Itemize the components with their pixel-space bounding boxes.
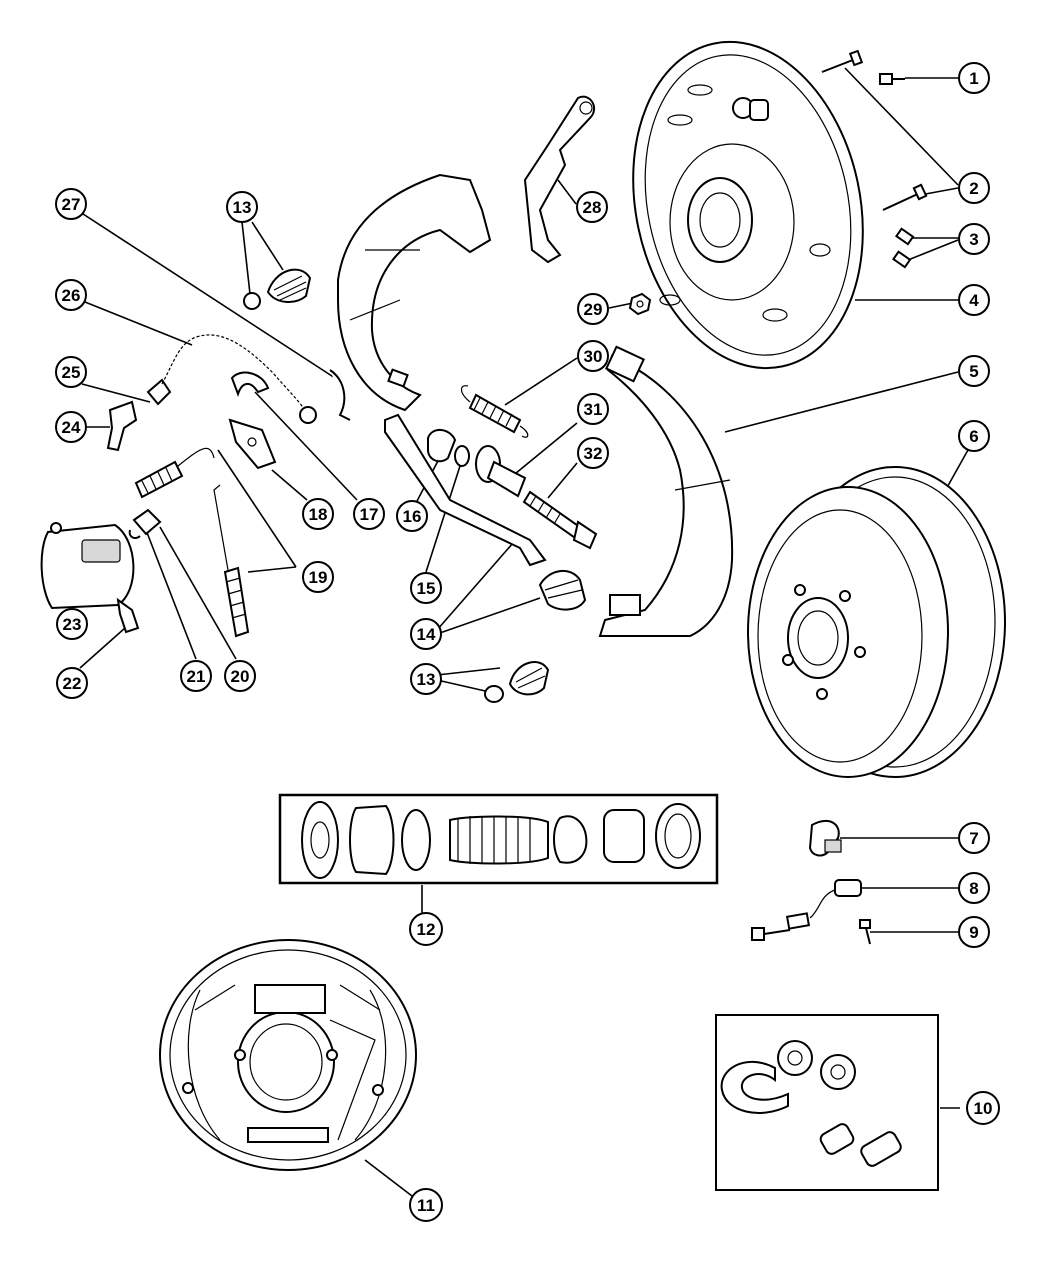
- callout-6: 6: [958, 420, 990, 452]
- callout-27: 27: [55, 188, 87, 220]
- callout-20: 20: [224, 660, 256, 692]
- callout-19-label: 19: [309, 568, 328, 587]
- part-11-brake-assembly: [159, 939, 417, 1171]
- callout-8: 8: [958, 872, 990, 904]
- callout-27-label: 27: [62, 195, 81, 214]
- callout-14: 14: [410, 618, 442, 650]
- callout-13-upper-label: 13: [233, 198, 252, 217]
- callout-18: 18: [302, 498, 334, 530]
- callout-13-lower-label: 13: [417, 670, 436, 689]
- callout-12: 12: [409, 912, 443, 946]
- callout-13-upper: 13: [226, 191, 258, 223]
- part-1-bolt: [879, 73, 905, 85]
- callout-14-label: 14: [417, 625, 436, 644]
- part-13-spring-lower: [484, 661, 550, 703]
- callout-28: 28: [576, 191, 608, 223]
- callout-15: 15: [410, 572, 442, 604]
- part-5-brake-shoe: [598, 345, 734, 637]
- part-17-cable-guide: [230, 371, 270, 397]
- callout-1: 1: [958, 62, 990, 94]
- callout-10: 10: [966, 1091, 1000, 1125]
- part-19-springs: [134, 447, 250, 638]
- callout-23-label: 23: [63, 615, 82, 634]
- callout-8-label: 8: [969, 879, 978, 898]
- callout-15-label: 15: [417, 579, 436, 598]
- part-18-plate: [228, 418, 277, 470]
- callout-24: 24: [55, 411, 87, 443]
- callout-17-label: 17: [360, 505, 379, 524]
- part-24-bracket: [106, 400, 138, 452]
- callout-13-lower: 13: [410, 663, 442, 695]
- callout-32-label: 32: [584, 444, 603, 463]
- callout-11-label: 11: [417, 1196, 435, 1215]
- callout-6-label: 6: [969, 427, 978, 446]
- part-6-drum: [747, 466, 1006, 778]
- callout-31-label: 31: [584, 400, 603, 419]
- part-28-lever: [523, 95, 596, 264]
- part-25-26-cable: [146, 334, 317, 424]
- callout-25-label: 25: [62, 363, 81, 382]
- callout-31: 31: [577, 393, 609, 425]
- callout-5: 5: [958, 355, 990, 387]
- callout-7: 7: [958, 822, 990, 854]
- part-14-adjuster: [384, 413, 587, 611]
- part-13-spring-upper: [243, 268, 312, 310]
- callout-21-label: 21: [187, 667, 206, 686]
- callout-3-label: 3: [969, 230, 978, 249]
- part-brake-shoe-upper: [337, 173, 492, 412]
- part-20-21-pins: [128, 508, 162, 539]
- part-4-backing-plate: [632, 40, 864, 370]
- callout-5-label: 5: [969, 362, 978, 381]
- part-27-clip: [329, 369, 351, 421]
- callout-30-label: 30: [584, 347, 603, 366]
- callout-22: 22: [56, 667, 88, 699]
- callout-20-label: 20: [231, 667, 250, 686]
- callout-11: 11: [409, 1188, 443, 1222]
- callout-12-label: 12: [417, 920, 436, 939]
- callouts: 1 2 3 4 5 6 7 8 9 10 11 12 13 13 14 15 1…: [55, 62, 1000, 1222]
- part-8-fitting: [751, 879, 862, 941]
- callout-26-label: 26: [62, 286, 81, 305]
- callout-7-label: 7: [969, 829, 978, 848]
- part-2-bolts: [821, 49, 928, 211]
- part-12-cylinder-kit: [278, 793, 719, 885]
- callout-16-label: 16: [403, 507, 422, 526]
- callout-22-label: 22: [63, 674, 82, 693]
- callout-9-label: 9: [969, 923, 978, 942]
- callout-19: 19: [302, 561, 334, 593]
- part-29-nut: [628, 292, 652, 316]
- part-31-pivot: [475, 445, 527, 498]
- part-3-plugs: [892, 227, 915, 269]
- callout-9: 9: [958, 916, 990, 948]
- callout-16: 16: [396, 500, 428, 532]
- callout-23: 23: [56, 608, 88, 640]
- callout-25: 25: [55, 356, 87, 388]
- callout-1-label: 1: [969, 69, 978, 88]
- part-22-23-wheel-cylinder: [40, 522, 140, 634]
- callout-28-label: 28: [583, 198, 602, 217]
- callout-26: 26: [55, 279, 87, 311]
- callout-10-label: 10: [974, 1099, 993, 1118]
- callout-30: 30: [577, 340, 609, 372]
- callout-18-label: 18: [309, 505, 328, 524]
- callout-29: 29: [577, 293, 609, 325]
- part-32-adjuster-screw: [522, 490, 598, 550]
- part-30-spring: [460, 385, 529, 438]
- callout-4: 4: [958, 284, 990, 316]
- callout-21: 21: [180, 660, 212, 692]
- callout-4-label: 4: [969, 291, 979, 310]
- callout-32: 32: [577, 437, 609, 469]
- callout-17: 17: [353, 498, 385, 530]
- part-10-hardware-kit: [715, 1014, 939, 1191]
- callout-2-label: 2: [969, 179, 978, 198]
- part-16-sleeve: [427, 429, 457, 463]
- callout-3: 3: [958, 223, 990, 255]
- part-9-screw: [859, 919, 871, 945]
- part-15-washer: [454, 445, 470, 467]
- part-7-clip: [808, 819, 842, 857]
- callout-24-label: 24: [62, 418, 81, 437]
- callout-2: 2: [958, 172, 990, 204]
- callout-29-label: 29: [584, 300, 603, 319]
